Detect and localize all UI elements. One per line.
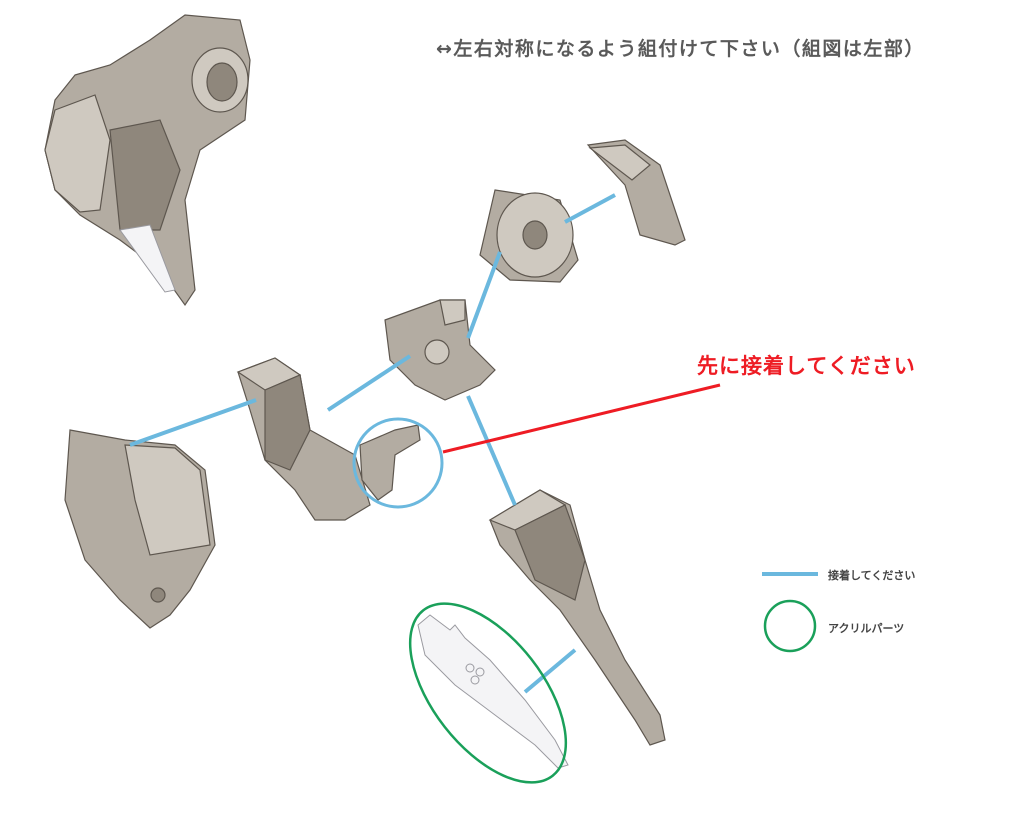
instruction-title: ↔左右対称になるよう組付けて下さい（組図は左部） [436, 38, 925, 60]
acrylic-outline-ellipse [408, 602, 568, 784]
glue-line [129, 398, 257, 447]
left-cover-part [64, 429, 216, 629]
glue-line [466, 395, 517, 506]
top-right-panel-part [586, 139, 686, 246]
legend-glue-label: 接着してください [828, 569, 916, 582]
middle-joint-part [384, 299, 496, 401]
legend-acrylic-label: アクリルパーツ [828, 622, 905, 635]
top-left-housing-part [44, 14, 251, 307]
vertical-arm-part [236, 357, 371, 521]
highlight-circle [352, 417, 444, 509]
red-pointer-line [442, 383, 721, 454]
glue-line [564, 193, 616, 224]
glue-line [466, 251, 502, 339]
acrylic-blade-part [417, 614, 569, 769]
legend-acrylic-swatch [763, 599, 817, 653]
glue-line [523, 648, 577, 694]
glue-line [326, 354, 412, 412]
clip-part [359, 424, 421, 501]
cylinder-part [479, 189, 579, 283]
blade-part [488, 489, 666, 746]
glue-first-note: 先に接着してください [697, 354, 916, 378]
